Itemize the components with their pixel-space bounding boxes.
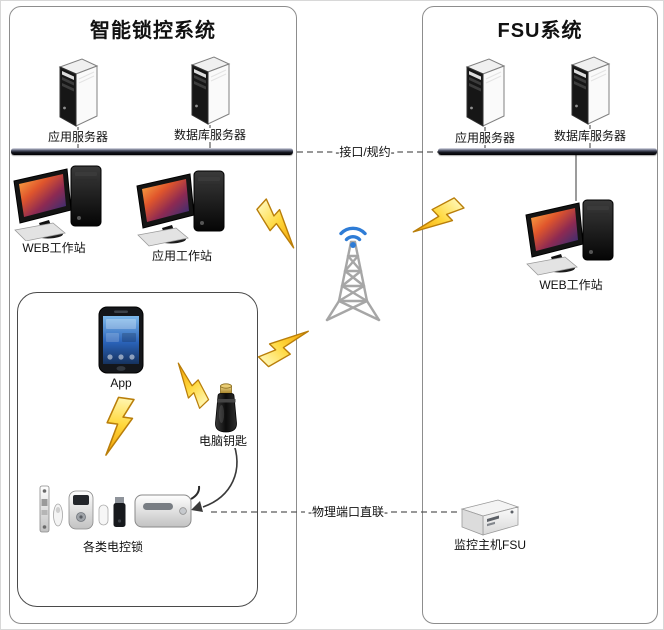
app-server-label-left: 应用服务器 (44, 130, 112, 144)
electric-locks-icon (37, 485, 209, 537)
app-server-label-right: 应用服务器 (451, 131, 519, 145)
radio-tower-icon (318, 239, 388, 323)
db-server-label-right: 数据库服务器 (550, 129, 630, 143)
left-network-bus (11, 148, 293, 155)
db-server-icon-left (183, 54, 237, 126)
locks-label: 各类电控锁 (79, 540, 147, 554)
right-system-panel (422, 6, 658, 624)
fsu-host-label: 监控主机FSU (450, 538, 530, 552)
app-server-icon-right (458, 56, 512, 128)
web-workstation-icon-right (525, 198, 619, 276)
right-network-bus (438, 148, 657, 155)
app-label: App (107, 376, 135, 390)
fsu-host-icon (457, 498, 523, 536)
web-workstation-label-right: WEB工作站 (536, 278, 606, 292)
wifi-signal-icon (334, 221, 372, 249)
db-server-label-left: 数据库服务器 (170, 128, 250, 142)
app-workstation-icon (136, 169, 230, 247)
right-panel-title: FSU系统 (497, 20, 583, 42)
web-workstation-label-left: WEB工作站 (19, 241, 89, 255)
db-server-icon-right (563, 54, 617, 126)
smartphone-icon (98, 306, 144, 374)
interface-link-label: -接口/规约- (332, 145, 398, 159)
physical-link-label: -物理端口直联- (305, 505, 391, 519)
app-workstation-label: 应用工作站 (148, 249, 216, 263)
web-workstation-icon-left (13, 164, 107, 242)
app-server-icon-left (51, 56, 105, 128)
left-panel-title: 智能锁控系统 (90, 20, 216, 42)
key-label: 电脑钥匙 (195, 434, 251, 448)
lock-subsystem-box (17, 292, 258, 607)
